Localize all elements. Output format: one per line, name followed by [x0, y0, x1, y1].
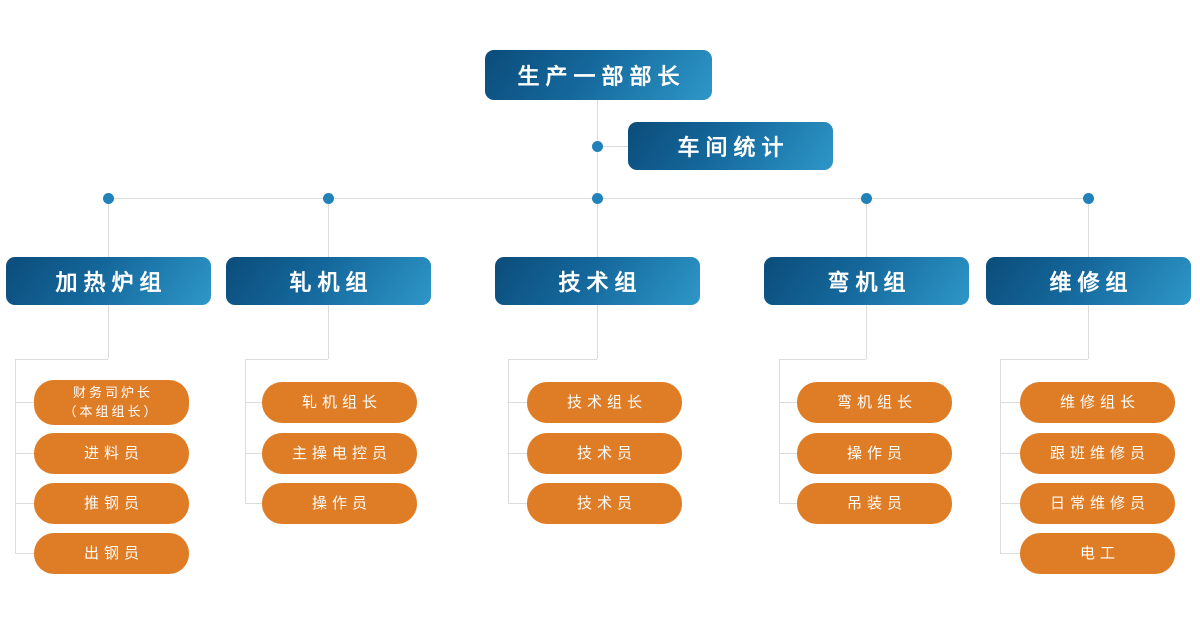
- group-header-heating-furnace: 加热炉组: [6, 257, 211, 305]
- connector-line: [15, 503, 34, 504]
- connector-line: [15, 453, 34, 454]
- member-node: 操作员: [262, 483, 417, 524]
- connector-line: [108, 198, 109, 257]
- connector-line: [779, 453, 797, 454]
- member-node: 日常维修员: [1020, 483, 1175, 524]
- member-node: 主操电控员: [262, 433, 417, 474]
- connector-line: [866, 305, 867, 359]
- junction-dot: [861, 193, 872, 204]
- connector-line: [1000, 503, 1020, 504]
- connector-line: [1000, 553, 1020, 554]
- group-header-technical: 技术组: [495, 257, 700, 305]
- group-header-rolling-mill: 轧机组: [226, 257, 431, 305]
- member-node: 跟班维修员: [1020, 433, 1175, 474]
- member-node: 吊装员: [797, 483, 952, 524]
- junction-dot: [592, 141, 603, 152]
- junction-dot: [323, 193, 334, 204]
- connector-line: [108, 305, 109, 359]
- member-node: 推钢员: [34, 483, 189, 524]
- member-node: 出钢员: [34, 533, 189, 574]
- member-node: 进料员: [34, 433, 189, 474]
- member-node: 电工: [1020, 533, 1175, 574]
- junction-dot: [103, 193, 114, 204]
- member-node: 弯机组长: [797, 382, 952, 423]
- connector-line: [1000, 359, 1088, 360]
- connector-line: [508, 359, 509, 503]
- member-node: 技术员: [527, 483, 682, 524]
- connector-line: [779, 503, 797, 504]
- connector-line: [1088, 198, 1089, 257]
- member-node: 财务司炉长 （本组组长）: [34, 380, 189, 425]
- connector-line: [508, 359, 597, 360]
- connector-line: [597, 146, 628, 147]
- connector-line: [15, 359, 16, 553]
- junction-dot: [592, 193, 603, 204]
- connector-line: [508, 402, 527, 403]
- member-node: 技术员: [527, 433, 682, 474]
- member-node: 技术组长: [527, 382, 682, 423]
- connector-line: [245, 402, 262, 403]
- member-node: 维修组长: [1020, 382, 1175, 423]
- connector-line: [245, 503, 262, 504]
- connector-line: [1000, 402, 1020, 403]
- node-staff: 车间统计: [628, 122, 833, 170]
- connector-line: [597, 305, 598, 359]
- connector-line: [508, 503, 527, 504]
- member-node: 操作员: [797, 433, 952, 474]
- connector-line: [245, 359, 246, 503]
- group-header-bending-machine: 弯机组: [764, 257, 969, 305]
- connector-line: [779, 359, 866, 360]
- connector-line: [1000, 453, 1020, 454]
- group-header-maintenance: 维修组: [986, 257, 1191, 305]
- connector-line: [15, 402, 34, 403]
- connector-line: [508, 453, 527, 454]
- connector-line: [245, 359, 328, 360]
- connector-line: [779, 402, 797, 403]
- node-root: 生产一部部长: [485, 50, 712, 100]
- connector-line: [779, 359, 780, 503]
- connector-line: [1000, 359, 1001, 553]
- connector-line: [328, 305, 329, 359]
- connector-line: [245, 453, 262, 454]
- member-node: 轧机组长: [262, 382, 417, 423]
- connector-line: [328, 198, 329, 257]
- connector-line: [866, 198, 867, 257]
- connector-line: [15, 553, 34, 554]
- connector-line: [1088, 305, 1089, 359]
- junction-dot: [1083, 193, 1094, 204]
- connector-line: [597, 100, 598, 257]
- connector-line: [15, 359, 108, 360]
